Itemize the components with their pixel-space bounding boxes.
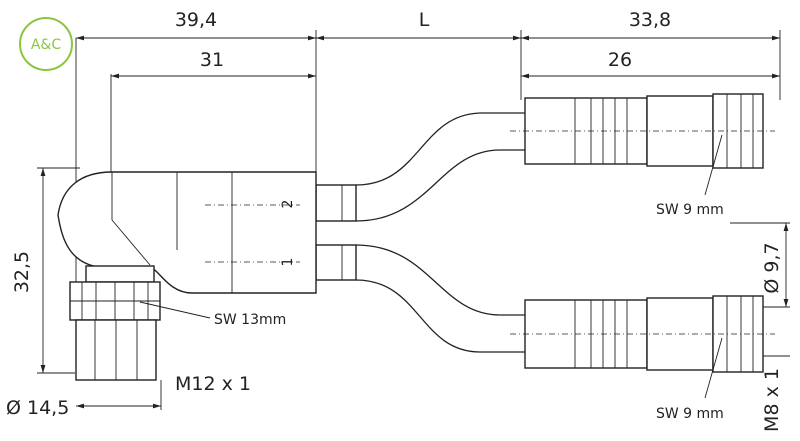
cable-upper xyxy=(355,112,525,222)
dim-plug-length: 26 xyxy=(608,49,632,71)
dim-top-right-overall: 33,8 xyxy=(629,9,671,31)
dim-plug-thread: M8 x 1 xyxy=(761,368,783,432)
label-wrench-bottom: SW 9 mm xyxy=(656,406,724,422)
logo-text: A&C xyxy=(31,37,61,53)
dim-housing-length: 31 xyxy=(200,49,224,71)
base-connector-m12 xyxy=(69,265,161,381)
cable-lower xyxy=(355,244,525,353)
dim-base-thread: M12 x 1 xyxy=(175,373,251,395)
leader-wrench-base xyxy=(139,301,211,319)
label-wrench-base: SW 13mm xyxy=(214,312,286,328)
plug-lower-m8 xyxy=(510,295,775,373)
dim-plug-diameter: Ø 9,7 xyxy=(761,242,783,293)
plug-upper-m8 xyxy=(510,93,775,169)
dim-cable-length: L xyxy=(419,9,430,31)
port-2-label: 2 xyxy=(280,200,296,209)
cable-sleeves xyxy=(315,184,357,281)
leader-wrench-top xyxy=(704,134,723,196)
dim-top-left-overall: 39,4 xyxy=(175,9,217,31)
leader-wrench-bottom xyxy=(704,337,723,399)
y-splitter-housing: 2 1 xyxy=(57,171,317,294)
dim-height: 32,5 xyxy=(11,251,33,293)
company-logo: A&C xyxy=(19,17,73,71)
label-wrench-top: SW 9 mm xyxy=(656,202,724,218)
dim-base-diameter: Ø 14,5 xyxy=(6,397,69,419)
port-1-label: 1 xyxy=(280,258,296,267)
